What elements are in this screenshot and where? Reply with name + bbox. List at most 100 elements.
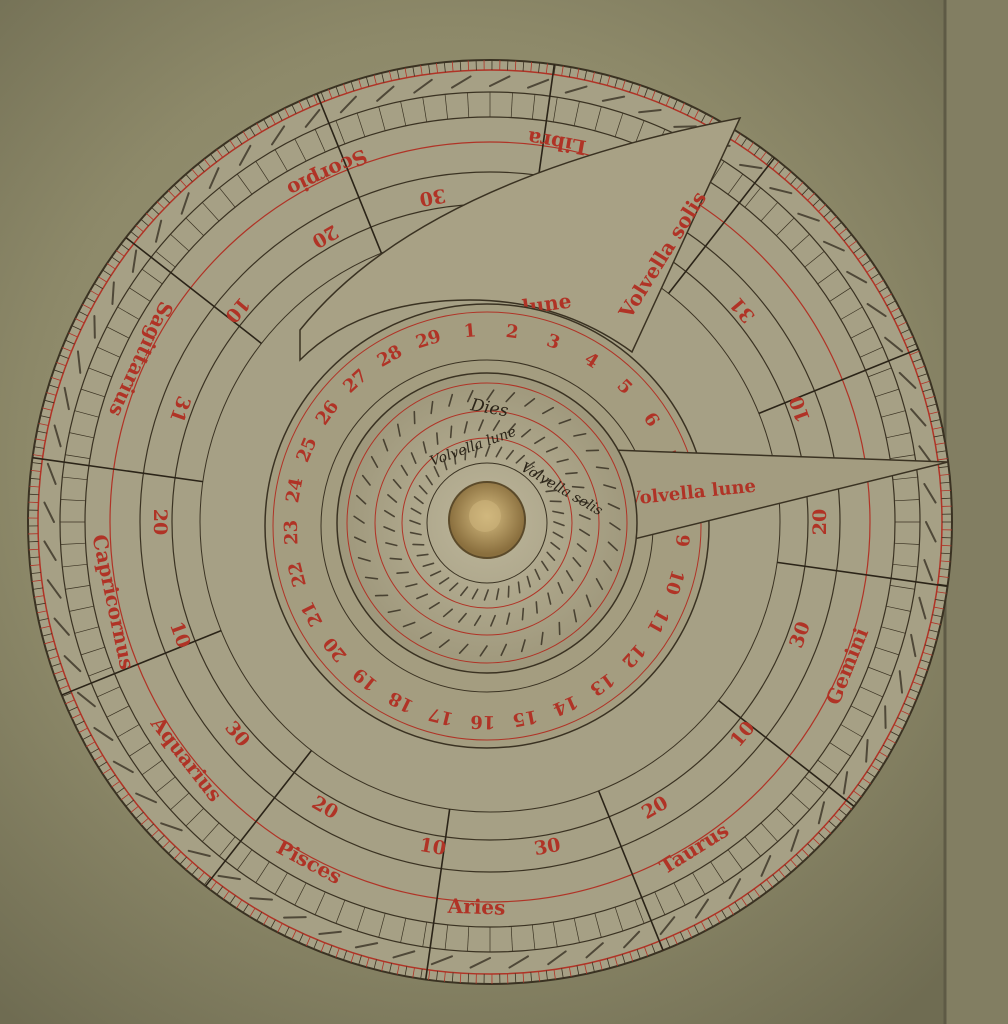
grid-line <box>60 542 86 545</box>
ink-stroke <box>413 78 433 94</box>
script-stroke <box>521 428 532 438</box>
script-stroke <box>532 469 544 476</box>
script-stroke <box>585 594 592 608</box>
script-stroke <box>392 478 402 489</box>
tick-mark <box>111 781 121 788</box>
tick-mark <box>753 146 761 156</box>
tick-mark <box>915 674 926 679</box>
tick-mark <box>644 946 649 957</box>
script-stroke <box>552 510 565 515</box>
tick-mark <box>917 666 928 671</box>
script-stroke <box>387 494 398 503</box>
ink-stroke <box>898 670 904 694</box>
moon-age-number: 23 <box>281 520 303 546</box>
tick-mark <box>941 497 952 500</box>
tick-mark <box>35 602 46 606</box>
tick-mark <box>62 692 72 697</box>
tick-mark <box>606 958 611 969</box>
tick-mark <box>256 911 263 921</box>
script-stroke <box>436 432 439 445</box>
script-stroke <box>383 526 396 532</box>
script-stroke <box>438 577 450 585</box>
tick-mark <box>420 968 423 979</box>
grid-line <box>692 872 706 895</box>
grid-line <box>790 792 810 810</box>
script-stroke <box>553 521 565 527</box>
grid-line <box>840 724 863 738</box>
tick-mark <box>940 489 951 492</box>
grid-line <box>776 217 795 236</box>
script-stroke <box>389 557 403 561</box>
tick-mark <box>191 168 199 177</box>
grid-line <box>117 724 140 738</box>
grid-line <box>817 268 839 285</box>
grid-line <box>531 94 536 120</box>
tick-mark <box>197 871 205 881</box>
tick-mark <box>727 905 734 915</box>
grid-line <box>294 882 307 906</box>
grid-line <box>422 97 427 123</box>
tick-mark <box>249 127 256 137</box>
tick-mark <box>51 663 61 668</box>
script-stroke <box>471 588 479 600</box>
script-stroke <box>534 568 541 580</box>
tick-mark <box>906 695 917 701</box>
tick-mark <box>882 293 892 300</box>
tick-mark <box>222 890 230 900</box>
ink-stroke <box>43 540 57 561</box>
tick-mark <box>545 970 548 981</box>
ink-stroke <box>846 270 868 284</box>
tick-mark <box>389 963 392 974</box>
tick-mark <box>29 556 40 559</box>
script-stroke <box>400 464 409 476</box>
ink-stroke <box>46 462 57 486</box>
tick-mark <box>801 187 810 196</box>
tick-mark <box>801 848 810 857</box>
page-gutter <box>945 0 1008 1024</box>
tick-mark <box>886 300 896 306</box>
ink-stroke <box>728 878 742 900</box>
tick-mark <box>86 741 96 748</box>
grid-line <box>829 287 851 302</box>
moon-volvelle[interactable]: Volvella lune <box>611 449 949 541</box>
script-stroke <box>547 592 552 605</box>
tick-mark <box>365 957 370 968</box>
grid-line <box>88 367 113 378</box>
tick-mark <box>878 286 888 293</box>
tick-mark <box>912 681 923 686</box>
script-stroke <box>473 614 482 627</box>
tick-mark <box>31 462 42 465</box>
tick-mark <box>833 814 842 822</box>
ink-stroke <box>469 957 491 969</box>
grid-line <box>141 759 163 776</box>
script-stroke <box>361 474 371 486</box>
tick-mark <box>878 751 888 758</box>
grid-line <box>817 759 839 776</box>
script-stroke <box>535 601 538 614</box>
tick-mark <box>404 67 408 78</box>
tick-mark <box>135 225 144 233</box>
sun-pointer-shape[interactable] <box>299 116 742 362</box>
script-stroke <box>438 639 450 649</box>
tick-mark <box>42 633 53 637</box>
grid-line <box>60 499 86 502</box>
tick-mark <box>102 768 112 775</box>
tick-mark <box>760 151 767 161</box>
ink-stroke <box>884 336 904 353</box>
month-dividers <box>32 64 948 980</box>
tick-mark <box>38 618 49 622</box>
tick-mark <box>343 83 348 94</box>
tick-mark <box>890 731 900 737</box>
ink-stroke <box>249 897 273 901</box>
ink-stroke <box>526 78 550 89</box>
tick-mark <box>65 339 75 345</box>
tick-mark <box>94 754 104 761</box>
tick-mark <box>848 240 857 248</box>
tick-mark <box>350 81 355 92</box>
tick-mark <box>629 82 634 93</box>
tick-mark <box>443 62 446 73</box>
tick-mark <box>530 972 533 983</box>
tick-mark <box>75 720 85 726</box>
tick-mark <box>672 99 678 109</box>
